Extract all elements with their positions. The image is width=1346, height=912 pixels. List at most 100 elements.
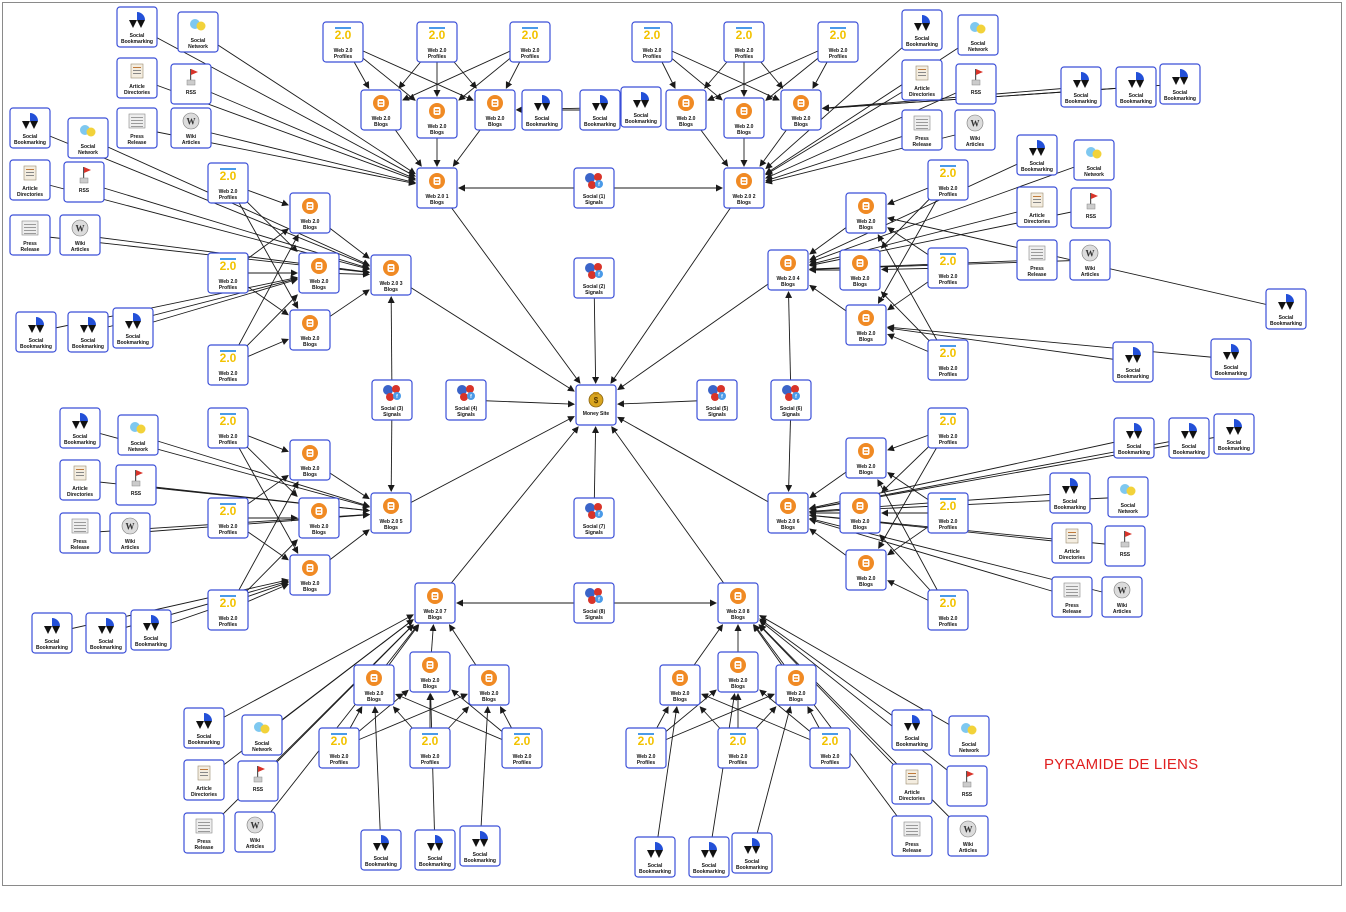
node-rss[interactable]: RSS bbox=[946, 765, 988, 807]
node-rss[interactable]: RSS bbox=[1070, 187, 1112, 229]
node-rss[interactable]: RSS bbox=[1104, 525, 1146, 567]
node-rss[interactable]: RSS bbox=[237, 760, 279, 802]
node-rss[interactable]: RSS bbox=[115, 464, 157, 506]
node-rss[interactable]: RSS bbox=[955, 63, 997, 105]
node-rss[interactable]: RSS bbox=[170, 63, 212, 105]
node-money[interactable]: $Money Site bbox=[575, 384, 617, 426]
